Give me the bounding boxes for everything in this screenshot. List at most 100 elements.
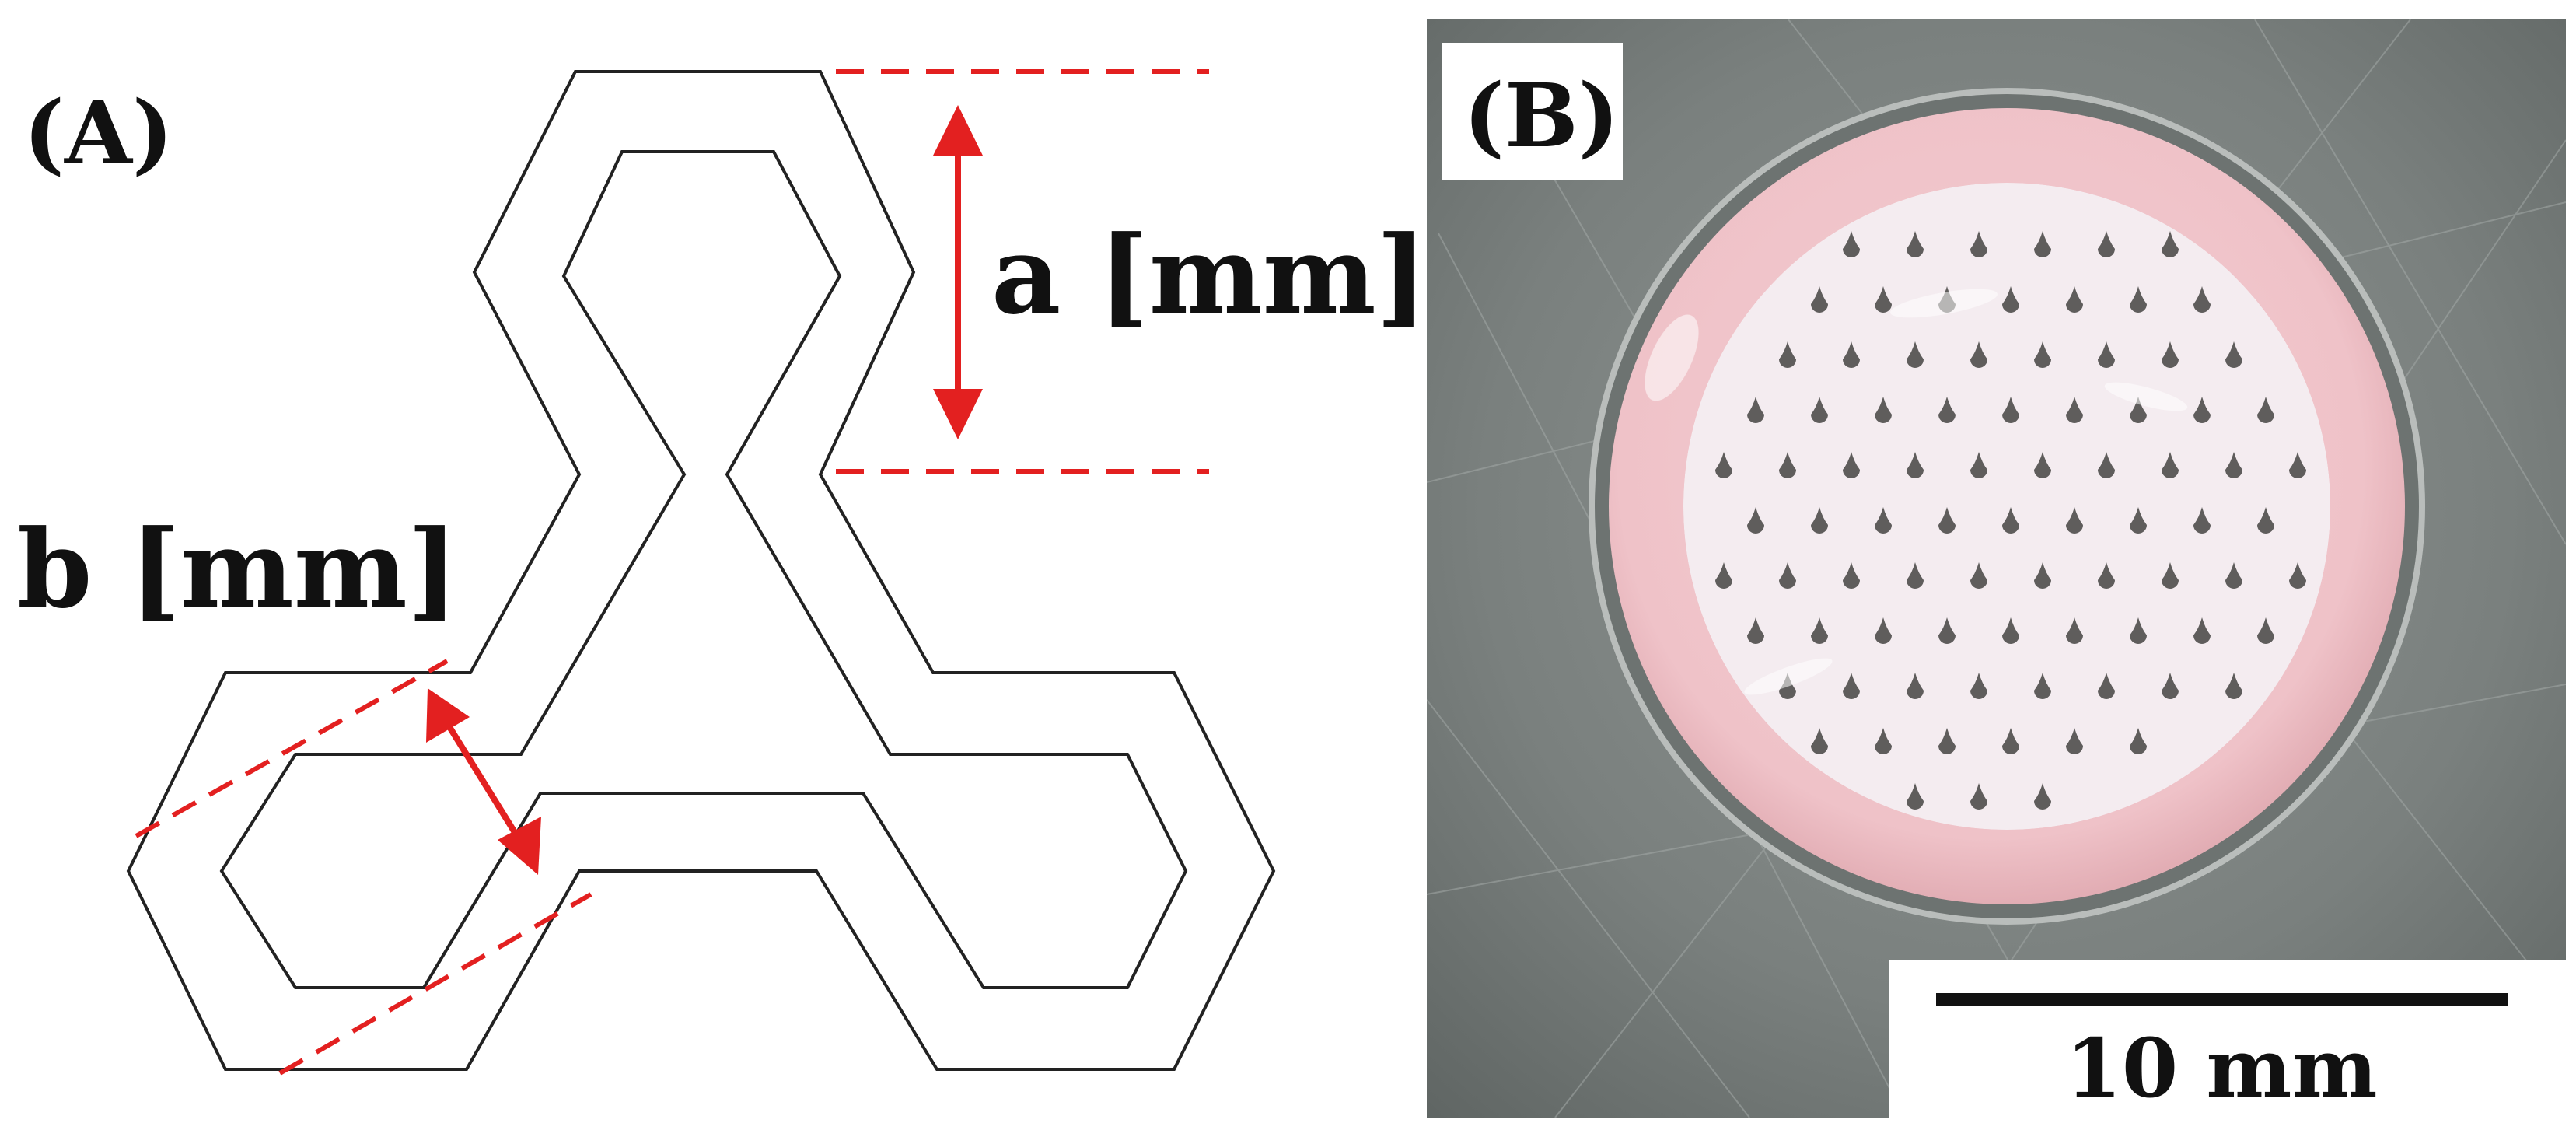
lattice-pore xyxy=(2098,673,2115,699)
lattice-pore xyxy=(1875,617,1892,644)
lattice-pore xyxy=(2002,728,2019,754)
dim-a-arrowhead-down xyxy=(933,389,983,439)
dim-b-arrowhead-lower xyxy=(498,817,541,875)
lattice-pore xyxy=(1715,562,1732,589)
lattice-pore xyxy=(1907,452,1924,478)
lattice-pore xyxy=(1811,507,1828,534)
lattice-pore xyxy=(2193,397,2211,423)
lattice-pore xyxy=(2034,783,2051,810)
lattice-pore xyxy=(2002,507,2019,534)
lattice-pore xyxy=(1875,507,1892,534)
lattice-pore xyxy=(2130,617,2147,644)
lattice-pore xyxy=(1970,341,1987,368)
lattice-pore xyxy=(2162,231,2179,257)
lattice-pore xyxy=(1779,562,1796,589)
lattice-pore xyxy=(1811,617,1828,644)
lattice-pore xyxy=(2162,452,2179,478)
lattice-pore xyxy=(1970,673,1987,699)
lattice-pore xyxy=(1938,728,1956,754)
lattice-pore xyxy=(1907,783,1924,810)
lattice-pore xyxy=(1907,673,1924,699)
panel-b-label: (B) xyxy=(1463,65,1620,167)
lattice-pore xyxy=(2130,728,2147,754)
lattice-pore xyxy=(2002,397,2019,423)
lattice-pore xyxy=(1779,452,1796,478)
dim-b-label: b [mm] xyxy=(17,506,458,632)
lattice-pore xyxy=(2098,341,2115,368)
lattice-pore xyxy=(1779,341,1796,368)
lattice-pore xyxy=(2066,728,2083,754)
panel-b: (B) 10 mm xyxy=(1427,19,2566,1118)
lattice-pore xyxy=(2162,673,2179,699)
lattice-pore xyxy=(1747,507,1764,534)
gel-highlights xyxy=(1645,289,2188,695)
scale-bar-box xyxy=(1889,960,2566,1118)
lattice-pore xyxy=(2002,286,2019,313)
lattice-pore xyxy=(2289,452,2306,478)
lattice-pore xyxy=(2130,286,2147,313)
lattice-pore xyxy=(1875,728,1892,754)
lattice-pore xyxy=(2034,231,2051,257)
lattice-pore xyxy=(1875,397,1892,423)
lattice-pore xyxy=(1811,397,1828,423)
lattice-pore xyxy=(2257,617,2274,644)
lattice-pore xyxy=(2162,341,2179,368)
lattice-pore xyxy=(1970,452,1987,478)
lattice-pore xyxy=(2130,507,2147,534)
panel-b-label-box xyxy=(1442,43,1623,180)
dim-a-arrowhead-up xyxy=(933,105,983,156)
lattice-pore xyxy=(1811,286,1828,313)
dim-b-arrowhead-upper xyxy=(426,688,470,743)
unit-outer-outline xyxy=(126,70,1276,1071)
lattice-pore xyxy=(1715,452,1732,478)
lattice-pore xyxy=(1970,231,1987,257)
lattice-pore xyxy=(2066,286,2083,313)
panel-a: (A) a [mm] b [mm] xyxy=(17,69,1427,1076)
lattice-pore xyxy=(1907,231,1924,257)
lattice-pore xyxy=(2289,562,2306,589)
lattice-pore xyxy=(2225,562,2242,589)
lattice-pore xyxy=(2034,341,2051,368)
lattice-pore xyxy=(1811,728,1828,754)
lattice-pore xyxy=(2066,507,2083,534)
lattice-pore xyxy=(2098,452,2115,478)
lattice-pore xyxy=(1938,617,1956,644)
dim-b-arrow-shaft xyxy=(442,717,523,842)
lattice-pore xyxy=(2193,286,2211,313)
dim-b-guide-upper xyxy=(135,659,449,838)
lattice-pore xyxy=(2193,617,2211,644)
lattice-pore xyxy=(2225,452,2242,478)
lattice-pore xyxy=(1747,397,1764,423)
lattice-pores xyxy=(1715,231,2306,810)
lattice-pore xyxy=(2034,452,2051,478)
lattice-pore xyxy=(1970,783,1987,810)
scale-bar-label: 10 mm xyxy=(2065,1020,2377,1116)
lattice-pore xyxy=(2002,617,2019,644)
printed-lattice xyxy=(1683,183,2330,830)
lattice-pore xyxy=(1970,562,1987,589)
lattice-pore xyxy=(1938,397,1956,423)
lattice-pore xyxy=(1907,341,1924,368)
lattice-pore xyxy=(2257,397,2274,423)
dim-a-label: a [mm] xyxy=(991,212,1427,338)
lattice-pore xyxy=(1875,286,1892,313)
lattice-pore xyxy=(2225,673,2242,699)
lattice-pore xyxy=(1747,617,1764,644)
lattice-pore xyxy=(2034,562,2051,589)
unit-inner-outline xyxy=(219,150,1188,989)
lattice-pore xyxy=(2034,673,2051,699)
lattice-pore xyxy=(2162,562,2179,589)
lattice-pore xyxy=(2066,397,2083,423)
lattice-pore xyxy=(2225,341,2242,368)
lattice-pore xyxy=(1843,231,1860,257)
lattice-pore xyxy=(1843,673,1860,699)
lattice-pore xyxy=(1843,452,1860,478)
panel-a-label: (A) xyxy=(23,82,173,184)
lattice-pore xyxy=(1843,341,1860,368)
lattice-pore xyxy=(2130,397,2147,423)
lattice-pore xyxy=(1907,562,1924,589)
lattice-pore xyxy=(2098,562,2115,589)
lattice-pore xyxy=(2098,231,2115,257)
lattice-pore xyxy=(2193,507,2211,534)
